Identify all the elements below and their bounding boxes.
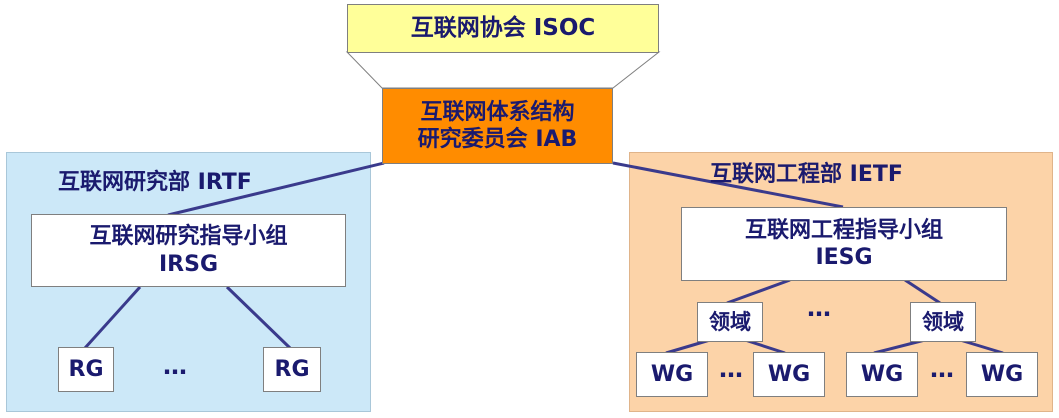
isoc-box: 互联网协会 ISOC [347,4,659,53]
iab-line2: 研究委员会 IAB [417,127,578,152]
rg-right-label: RG [274,356,310,382]
area-left-label: 领域 [709,309,751,334]
irsg-rg-left-line [83,285,142,350]
wg-1-label: WG [650,361,694,387]
area-box-right: 领域 [910,302,976,342]
area-right-wg4-line [959,338,1004,355]
area-right-label: 领域 [922,309,964,334]
wg-ellipsis-left: … [719,355,743,383]
iesg-area-left-line [726,278,791,305]
rg-left-label: RG [68,356,104,382]
irsg-line2: IRSG [158,251,219,277]
iesg-area-right-line [904,278,941,305]
irtf-title: 互联网研究部 IRTF [58,170,252,195]
iab-iesg-line [612,161,844,209]
iesg-box: 互联网工程指导小组 IESG [681,207,1007,281]
iesg-line1: 互联网工程指导小组 [744,217,943,243]
iab-box: 互联网体系结构 研究委员会 IAB [382,88,613,164]
wg-ellipsis-right: … [930,355,954,383]
area-left-wg1-line [665,338,711,355]
iesg-line2: IESG [815,245,873,270]
wg-4-label: WG [980,361,1024,387]
area-right-wg3-line [873,338,926,355]
rg-box-right: RG [263,347,321,392]
area-ellipsis: … [807,294,831,322]
iab-irsg-line [167,161,385,217]
area-box-left: 领域 [697,302,763,342]
irsg-rg-right-line [225,285,292,350]
isoc-label: 互联网协会 ISOC [410,15,596,42]
wg-3-label: WG [860,361,904,387]
rg-ellipsis: … [163,352,187,380]
wg-box-3: WG [846,352,918,397]
isoc-iab-trapezoid [345,51,661,89]
wg-box-2: WG [753,352,825,397]
irsg-line1: 互联网研究指导小组 [89,224,288,249]
ietf-title: 互联网工程部 IETF [710,162,903,187]
wg-box-4: WG [966,352,1038,397]
iab-line1: 互联网体系结构 [420,99,575,125]
irsg-box: 互联网研究指导小组 IRSG [31,214,346,287]
rg-box-left: RG [58,347,114,392]
wg-box-1: WG [636,352,708,397]
wg-2-label: WG [767,361,811,387]
area-left-wg2-line [744,338,786,355]
